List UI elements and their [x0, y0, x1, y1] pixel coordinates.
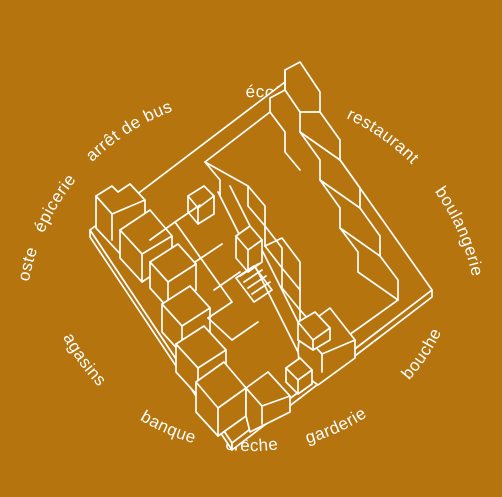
ring-label-arret-de-bus: arrêt de bus: [82, 97, 175, 165]
ring-label-boulangerie: boulangerie: [431, 183, 487, 278]
ring-label-epicerie: épicerie: [30, 170, 80, 235]
ring-label-garderie: garderie: [303, 403, 370, 447]
ring-label-poste: poste: [0, 0, 41, 283]
ring-label-restaurant: restaurant: [344, 104, 423, 167]
ring-label-banque: banque: [137, 407, 198, 448]
